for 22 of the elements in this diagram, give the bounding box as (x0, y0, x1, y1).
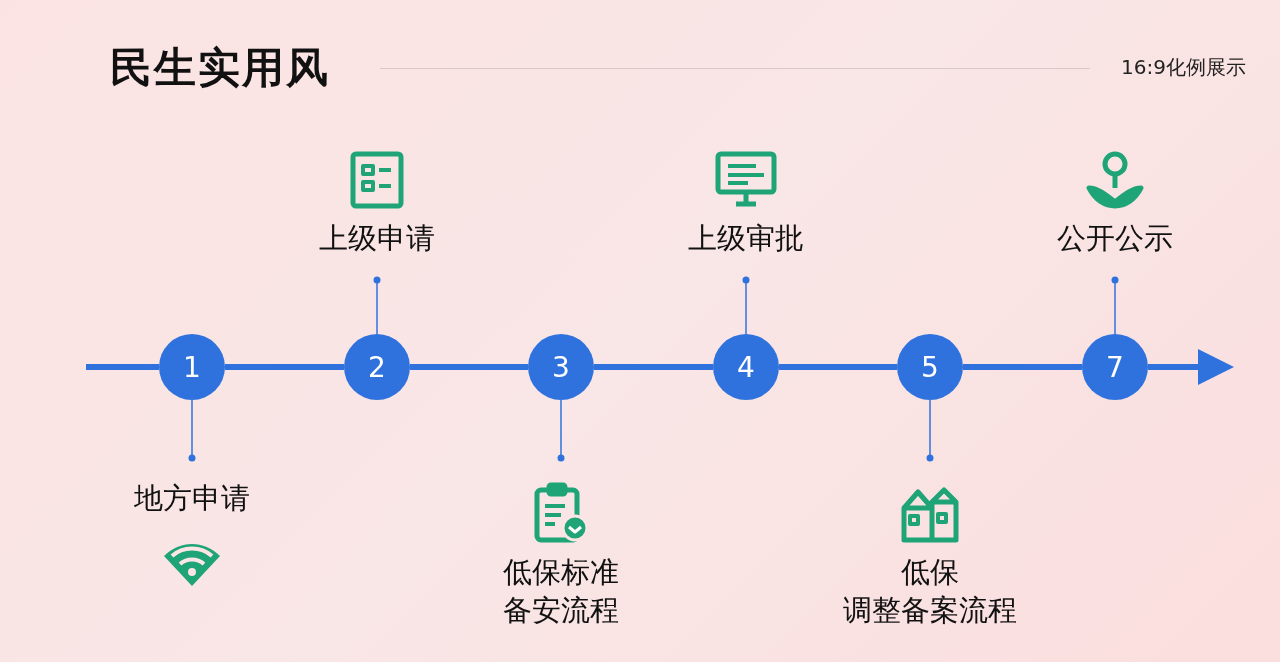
leader-line (188, 399, 196, 462)
leader-line (557, 399, 565, 462)
step-number-circle: 3 (528, 334, 594, 400)
step-number-circle: 1 (159, 334, 225, 400)
ratio-label: 16:9化例展示 (1121, 54, 1246, 81)
leader-line (1111, 276, 1119, 335)
step-label: 地方申请 (134, 480, 250, 517)
step-number-circle: 2 (344, 334, 410, 400)
leader-line (742, 276, 750, 335)
step-label: 调整备案流程 (843, 591, 1017, 629)
step-label: 公开公示 (1057, 220, 1173, 258)
step-label: 低保 (901, 554, 959, 591)
step-number-circle: 4 (713, 334, 779, 400)
leader-line (373, 276, 381, 335)
step-label: 上级审批 (688, 220, 804, 258)
step-number-circle: 5 (897, 334, 963, 400)
step-label: 上级申请 (319, 220, 435, 258)
step-label: 低保标准备安流程 (502, 554, 620, 629)
timeline-arrow (1148, 349, 1234, 385)
step-number-circle: 7 (1082, 334, 1148, 400)
title: 民生实用风 (110, 42, 330, 94)
leader-line (926, 399, 934, 462)
